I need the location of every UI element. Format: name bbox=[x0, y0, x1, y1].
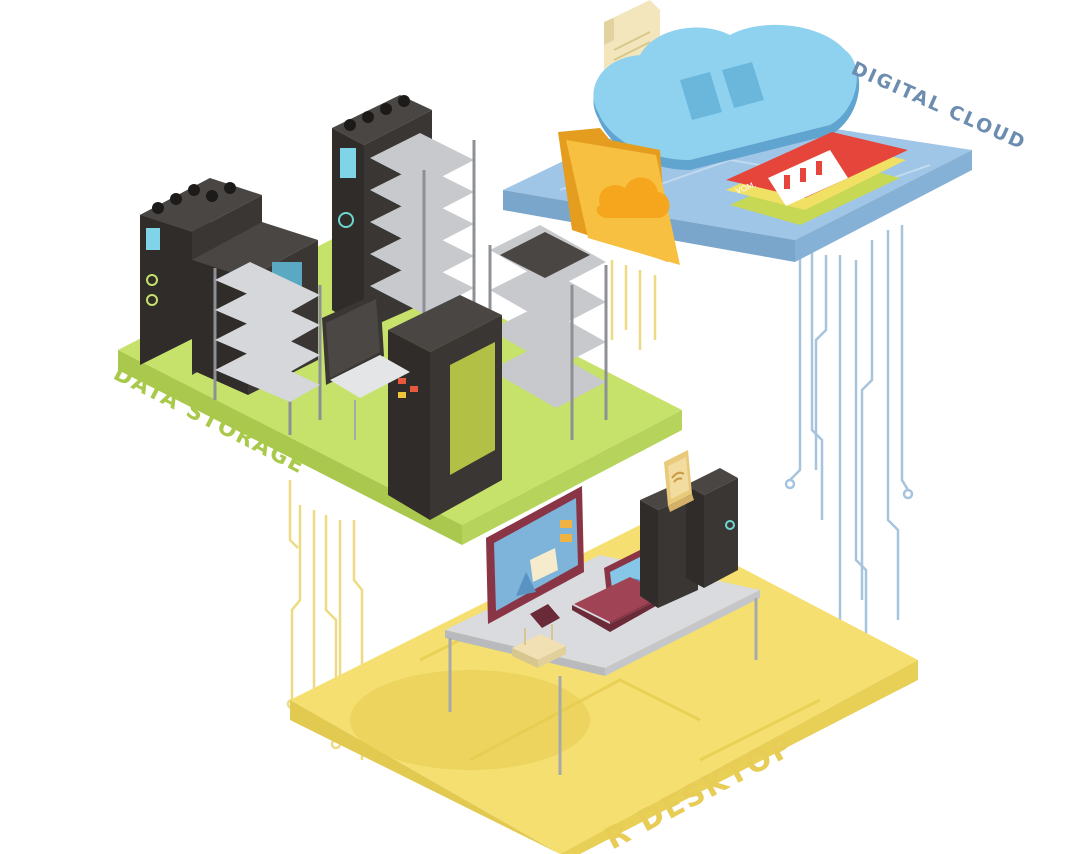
folder-icon bbox=[558, 128, 680, 265]
film-icon: VOM. bbox=[726, 132, 908, 225]
cloud-circuit-wires bbox=[784, 225, 914, 650]
monitor-icon bbox=[322, 292, 410, 440]
cloud-icon bbox=[593, 24, 860, 170]
server-rack-icon bbox=[140, 95, 608, 520]
router-icon bbox=[512, 624, 566, 668]
desktop-monitor-icon bbox=[486, 486, 584, 628]
wifi-icon bbox=[664, 450, 694, 512]
